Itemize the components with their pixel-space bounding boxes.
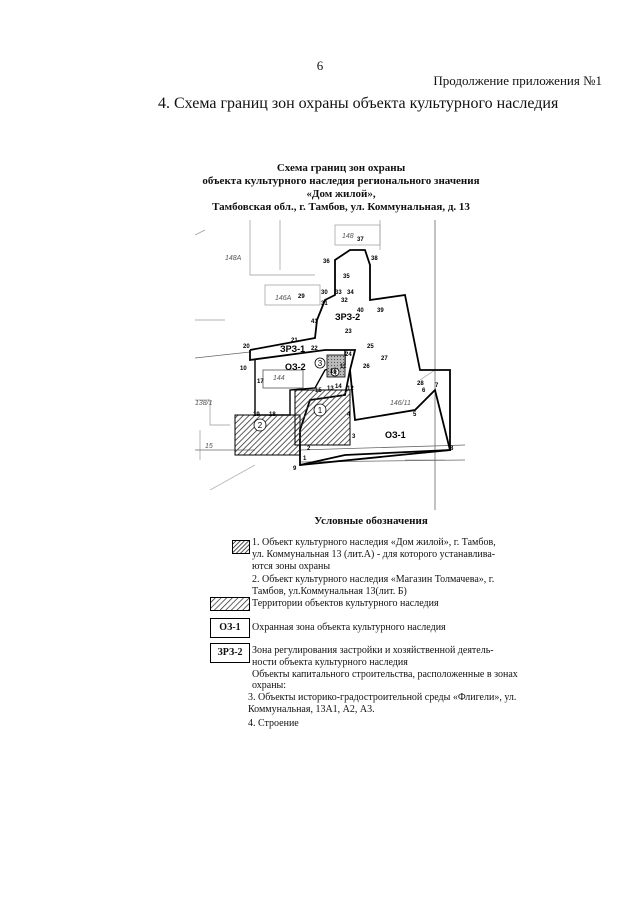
point-1: 1 — [303, 456, 307, 462]
point-11: 11 — [340, 364, 347, 370]
point-33: 33 — [335, 290, 342, 296]
oz1-boundary — [299, 369, 452, 466]
point-23: 23 — [345, 329, 352, 335]
point-3: 3 — [352, 434, 356, 440]
zones-map: 1 2 3 4 148А 148 146А 144 138/1 15 146/1… — [195, 220, 465, 510]
building-144 — [262, 369, 304, 389]
scheme-title-line-2: объекта культурного наследия регионально… — [202, 175, 480, 187]
legend-object-3-line-2: Коммунальная, 13А1, А2, А3. — [248, 704, 375, 715]
point-6: 6 — [422, 388, 426, 394]
legend-territory-swatch — [210, 597, 250, 611]
point-19: 19 — [253, 412, 260, 418]
legend-object-2-line-1: 2. Объект культурного наследия «Магазин … — [252, 574, 495, 585]
point-35: 35 — [343, 274, 350, 280]
point-8: 8 — [450, 446, 454, 452]
point-38: 38 — [371, 256, 378, 262]
point-24: 24 — [345, 352, 352, 358]
zone-label-zrz1: ЗРЗ-1 — [280, 344, 305, 354]
object-marker-1 — [313, 403, 327, 417]
legend-object-4: 4. Строение — [248, 718, 299, 729]
point-14: 14 — [335, 384, 342, 390]
building-label-144: 144 — [273, 375, 285, 382]
object-marker-3-label: 3 — [318, 359, 323, 368]
point-15: 15 — [315, 388, 322, 394]
scheme-title: Схема границ зон охраны объекта культурн… — [160, 162, 522, 214]
legend-object-1-line-3: ются зоны охраны — [252, 561, 331, 572]
point-37: 37 — [357, 237, 364, 243]
section-title: 4. Схема границ зон охраны объекта культ… — [158, 95, 559, 112]
point-5: 5 — [413, 412, 417, 418]
object-territory-2 — [234, 414, 301, 456]
scheme-title-line-1: Схема границ зон охраны — [276, 162, 406, 174]
point-20: 20 — [243, 344, 250, 350]
point-31: 31 — [321, 301, 328, 307]
building-label-15: 15 — [205, 443, 213, 450]
context-lines — [195, 220, 445, 491]
zone-label-oz2: ОЗ-2 — [285, 362, 306, 372]
legend-object-2-line-2: Тамбов, ул.Коммунальная 13(лит. Б) — [252, 586, 407, 597]
zone-label-oz1: ОЗ-1 — [385, 430, 406, 440]
object-marker-4-label: 4 — [333, 371, 337, 377]
point-40: 40 — [357, 308, 364, 314]
legend-zrz2-line-2: ности объекта культурного наследия — [252, 657, 408, 668]
point-34: 34 — [347, 290, 354, 296]
legend-object-swatch — [232, 540, 250, 554]
page-number: 6 — [316, 58, 324, 73]
legend-zrz2-line-1: Зона регулирования застройки и хозяйстве… — [252, 645, 494, 656]
building-label-146a: 146А — [275, 295, 292, 302]
object-marker-2-label: 2 — [258, 421, 263, 430]
object-marker-2 — [253, 418, 267, 432]
building-label-138-1: 138/1 — [195, 400, 213, 407]
legend-capital-objects-line-1: Объекты капитального строительства, расп… — [252, 669, 518, 680]
point-39: 39 — [377, 308, 384, 314]
building-label-148a: 148А — [225, 255, 242, 262]
scheme-title-line-4: Тамбовская обл., г. Тамбов, ул. Коммунал… — [212, 201, 470, 213]
legend-zrz2-box: ЗРЗ-2 — [210, 643, 250, 663]
point-2: 2 — [307, 446, 311, 452]
point-22: 22 — [311, 346, 318, 352]
object-marker-4 — [330, 367, 340, 377]
point-30: 30 — [321, 290, 328, 296]
point-17: 17 — [257, 379, 264, 385]
zone-label-zrz2: ЗРЗ-2 — [335, 312, 360, 322]
point-29: 29 — [298, 294, 305, 300]
building-label-148: 148 — [342, 233, 354, 240]
point-10: 10 — [240, 366, 247, 372]
object-marker-1-label: 1 — [318, 406, 323, 415]
appendix-continuation: Продолжение приложения №1 — [433, 73, 602, 88]
object-territory-1 — [294, 389, 351, 446]
zrz-boundary — [249, 249, 451, 466]
point-25: 25 — [367, 344, 374, 350]
legend-oz1-label: Охранная зона объекта культурного наслед… — [252, 622, 446, 633]
point-9: 9 — [293, 466, 297, 472]
legend-title: Условные обозначения — [314, 515, 428, 527]
legend-capital-objects-line-2: охраны: — [252, 680, 287, 691]
point-21: 21 — [291, 338, 298, 344]
legend-oz1-box: ОЗ-1 — [210, 618, 250, 638]
legend-territory-label: Территории объектов культурного наследия — [252, 598, 439, 609]
point-16: 16 — [330, 369, 337, 375]
building-label-146-11: 146/11 — [390, 400, 411, 407]
point-32: 32 — [341, 298, 348, 304]
legend-object-1-line-2: ул. Коммунальная 13 (лит.А) - для которо… — [252, 549, 496, 560]
street-lines — [195, 220, 465, 510]
point-26: 26 — [363, 364, 370, 370]
scheme-title-line-3: «Дом жилой», — [306, 188, 376, 200]
point-41: 41 — [311, 319, 318, 325]
point-12: 12 — [347, 386, 354, 392]
point-13: 13 — [327, 386, 334, 392]
legend-object-3-line-1: 3. Объекты историко-градостроительной ср… — [248, 692, 517, 703]
legend-object-1-line-1: 1. Объект культурного наследия «Дом жило… — [252, 537, 496, 548]
object-marker-3 — [314, 357, 326, 369]
point-28: 28 — [417, 381, 424, 387]
point-36: 36 — [323, 259, 330, 265]
point-18: 18 — [269, 412, 276, 418]
point-4: 4 — [347, 412, 351, 418]
point-7: 7 — [435, 383, 439, 389]
point-27: 27 — [381, 356, 388, 362]
